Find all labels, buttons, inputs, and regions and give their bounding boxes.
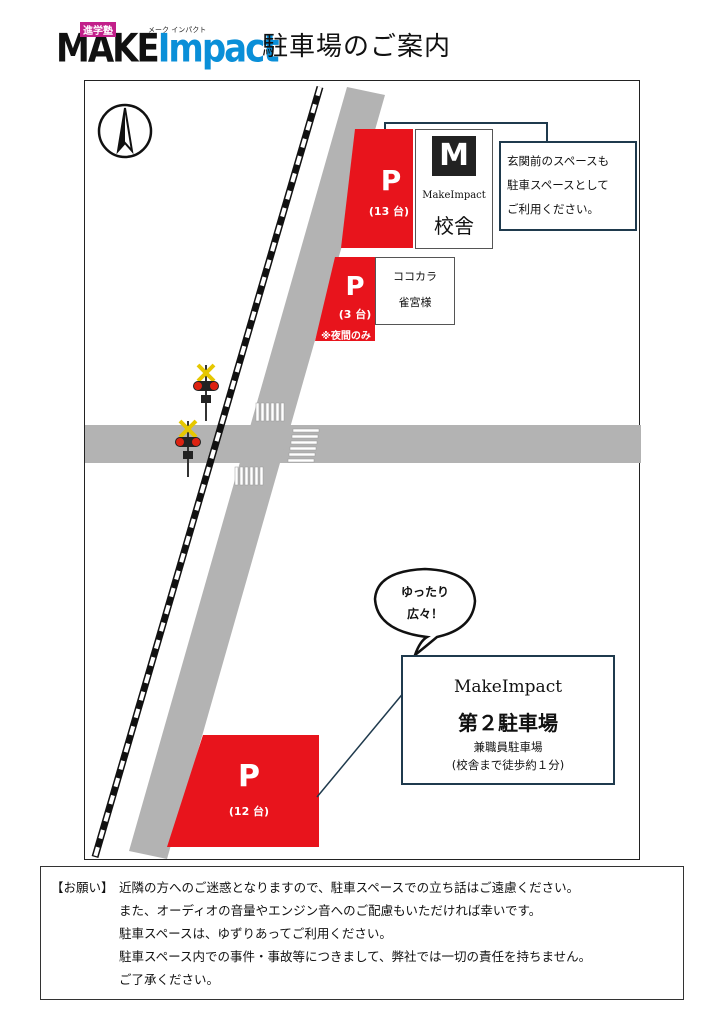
notice-line: また、オーディオの音量やエンジン音へのご配慮もいただければ幸いです。: [119, 903, 542, 918]
second-parking-lot: [167, 735, 319, 847]
school-label: 校舎: [434, 214, 474, 238]
crosswalk-south: [234, 466, 264, 486]
school-name: MakeImpact: [422, 190, 486, 201]
north-compass-icon: [97, 103, 153, 159]
second-lot-callout-line: [316, 690, 406, 798]
neighbor-store-box: ココカラ 雀宮様: [375, 257, 455, 325]
notice-tag: 【お願い】: [51, 880, 114, 895]
crosswalk-north: [255, 402, 285, 422]
main-parking-lot: [341, 129, 413, 248]
crosswalk-east: [287, 428, 320, 463]
entrance-callout-line: [384, 122, 548, 141]
cross-road: [85, 425, 641, 463]
notice-line: 近隣の方へのご迷惑となりますので、駐車スペースでの立ち話はご遠慮ください。: [119, 880, 580, 895]
night-parking-lot: [315, 257, 375, 341]
logo: MAKEImpact 進学塾 メーク インパクト: [56, 22, 280, 74]
second-lot-info-box: MakeImpact 第２駐車場 兼職員駐車場 (校舎まで徒歩約１分): [401, 655, 615, 785]
second-lot-title: 第２駐車場: [458, 711, 558, 735]
parking-map: P (13 台) M MakeImpact 校舎 玄関前のスペースも 駐車スペー…: [84, 80, 641, 860]
logo-prefix: 進学塾: [80, 22, 116, 37]
entrance-note-line: 駐車スペースとして: [507, 178, 609, 192]
map-drawing: [85, 86, 641, 859]
main-lot-count: (13 台): [368, 205, 410, 218]
request-notice: 【お願い】 近隣の方へのご迷惑となりますので、駐車スペースでの立ち話はご遠慮くだ…: [40, 866, 684, 1000]
night-lot-letter: P: [345, 272, 365, 302]
second-lot-school-name: MakeImpact: [453, 677, 563, 697]
railroad-crossing-signal-lower: [175, 419, 201, 477]
entrance-note-line: ご利用ください。: [507, 202, 599, 216]
night-lot-count: (3 台): [338, 308, 372, 321]
second-lot-letter: P: [238, 759, 260, 794]
notice-line: 駐車スペース内での事件・事故等につきまして、弊社では一切の責任を持ちません。: [119, 949, 592, 964]
page-title: 駐車場のご案内: [262, 32, 452, 62]
second-lot-walk-time: (校舎まで徒歩約１分): [451, 758, 565, 772]
school-building: M MakeImpact 校舎: [415, 129, 493, 249]
railway-track: [91, 86, 324, 858]
bubble-line: 広々！: [406, 607, 443, 621]
school-logo-icon: M: [432, 136, 476, 176]
speech-bubble: [373, 567, 477, 659]
entrance-note-box: 玄関前のスペースも 駐車スペースとして ご利用ください。: [499, 141, 637, 231]
bubble-text: ゆったり 広々！: [377, 581, 473, 625]
notice-line: ご了承ください。: [119, 972, 220, 987]
logo-kana: メーク インパクト: [148, 26, 207, 34]
notice-line: 駐車スペースは、ゆずりあってご利用ください。: [119, 926, 392, 941]
bubble-line: ゆったり: [400, 585, 449, 599]
main-lot-letter: P: [380, 164, 402, 197]
second-lot-count: (12 台): [228, 805, 270, 818]
second-lot-subtitle: 兼職員駐車場: [473, 740, 543, 754]
night-only-note: ※夜間のみ: [321, 331, 371, 342]
neighbor-line: ココカラ: [393, 270, 437, 283]
neighbor-line: 雀宮様: [398, 296, 432, 309]
entrance-note-line: 玄関前のスペースも: [507, 154, 610, 168]
railroad-crossing-signal-upper: [193, 363, 219, 421]
